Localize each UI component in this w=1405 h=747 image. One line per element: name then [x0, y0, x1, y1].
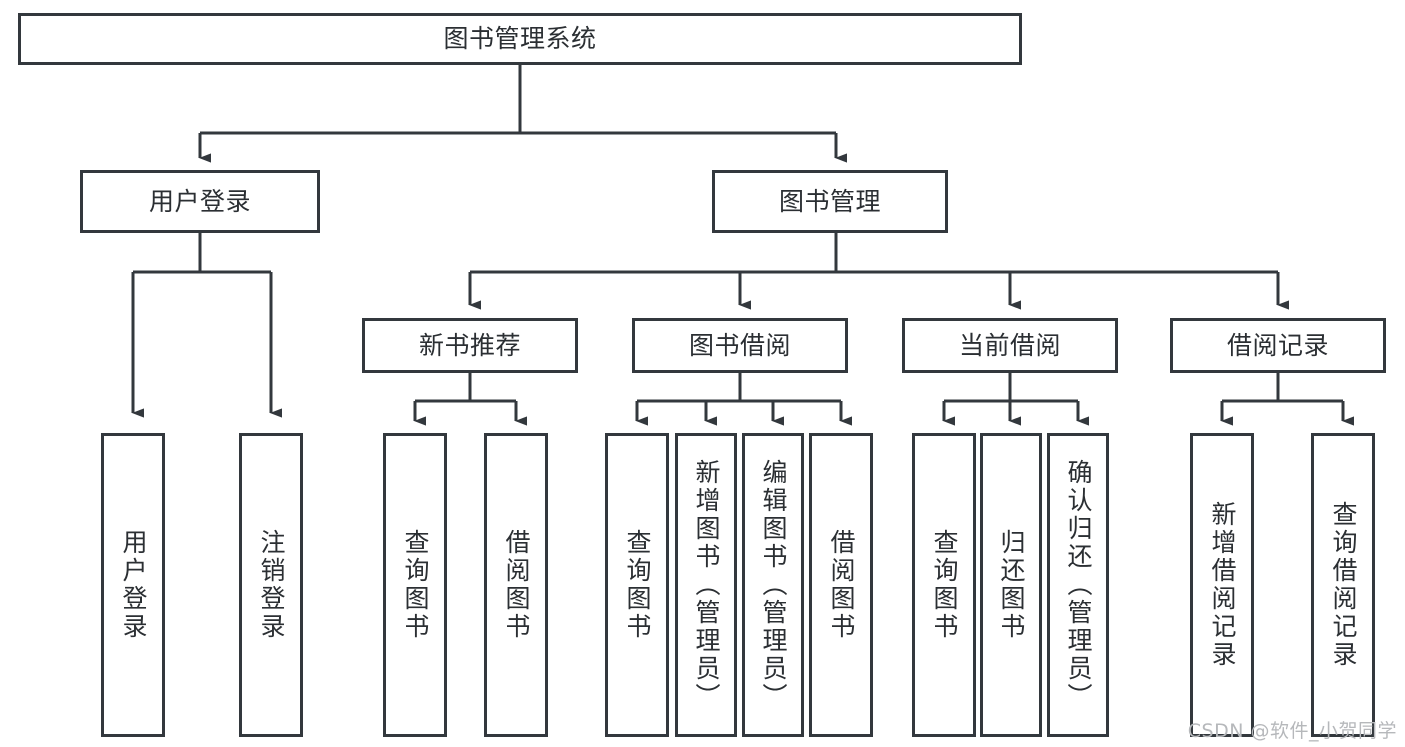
- leaf-borrow-book-a-label: 借阅图书: [502, 529, 531, 641]
- leaf-query-record-label: 查询借阅记录: [1329, 501, 1358, 669]
- node-root[interactable]: 图书管理系统: [18, 13, 1022, 65]
- node-book-borrow-label: 图书借阅: [688, 330, 791, 360]
- leaf-confirm-return[interactable]: 确认归还（管理员）: [1047, 433, 1109, 737]
- node-user-login-label: 用户登录: [148, 186, 251, 216]
- node-current-borrow-label: 当前借阅: [958, 330, 1061, 360]
- node-new-book-rec-label: 新书推荐: [418, 330, 521, 360]
- node-current-borrow[interactable]: 当前借阅: [902, 318, 1118, 373]
- leaf-confirm-return-label: 确认归还（管理员）: [1064, 459, 1093, 711]
- leaf-borrow-book-a[interactable]: 借阅图书: [484, 433, 548, 737]
- node-borrow-record[interactable]: 借阅记录: [1170, 318, 1386, 373]
- node-book-manage[interactable]: 图书管理: [712, 170, 948, 233]
- leaf-query-book-b-label: 查询图书: [623, 529, 652, 641]
- leaf-edit-book-label: 编辑图书（管理员）: [759, 459, 788, 711]
- leaf-add-record[interactable]: 新增借阅记录: [1190, 433, 1254, 737]
- leaf-return-book[interactable]: 归还图书: [980, 433, 1042, 737]
- leaf-user-login[interactable]: 用户登录: [101, 433, 165, 737]
- leaf-query-book-a[interactable]: 查询图书: [383, 433, 447, 737]
- leaf-user-login-label: 用户登录: [119, 529, 148, 641]
- leaf-logout-label: 注销登录: [257, 529, 286, 641]
- node-book-borrow[interactable]: 图书借阅: [632, 318, 848, 373]
- leaf-edit-book[interactable]: 编辑图书（管理员）: [742, 433, 804, 737]
- leaf-borrow-book-b[interactable]: 借阅图书: [809, 433, 873, 737]
- node-new-book-rec[interactable]: 新书推荐: [362, 318, 578, 373]
- node-book-manage-label: 图书管理: [778, 186, 881, 216]
- leaf-borrow-book-b-label: 借阅图书: [827, 529, 856, 641]
- leaf-return-book-label: 归还图书: [997, 529, 1026, 641]
- leaf-add-book[interactable]: 新增图书（管理员）: [675, 433, 737, 737]
- leaf-query-book-c[interactable]: 查询图书: [912, 433, 976, 737]
- leaf-query-book-b[interactable]: 查询图书: [605, 433, 669, 737]
- leaf-query-book-c-label: 查询图书: [930, 529, 959, 641]
- leaf-add-book-label: 新增图书（管理员）: [692, 459, 721, 711]
- node-root-label: 图书管理系统: [443, 24, 597, 54]
- leaf-logout[interactable]: 注销登录: [239, 433, 303, 737]
- leaf-query-book-a-label: 查询图书: [401, 529, 430, 641]
- leaf-query-record[interactable]: 查询借阅记录: [1311, 433, 1375, 737]
- node-user-login[interactable]: 用户登录: [80, 170, 320, 233]
- node-borrow-record-label: 借阅记录: [1226, 330, 1329, 360]
- leaf-add-record-label: 新增借阅记录: [1208, 501, 1237, 669]
